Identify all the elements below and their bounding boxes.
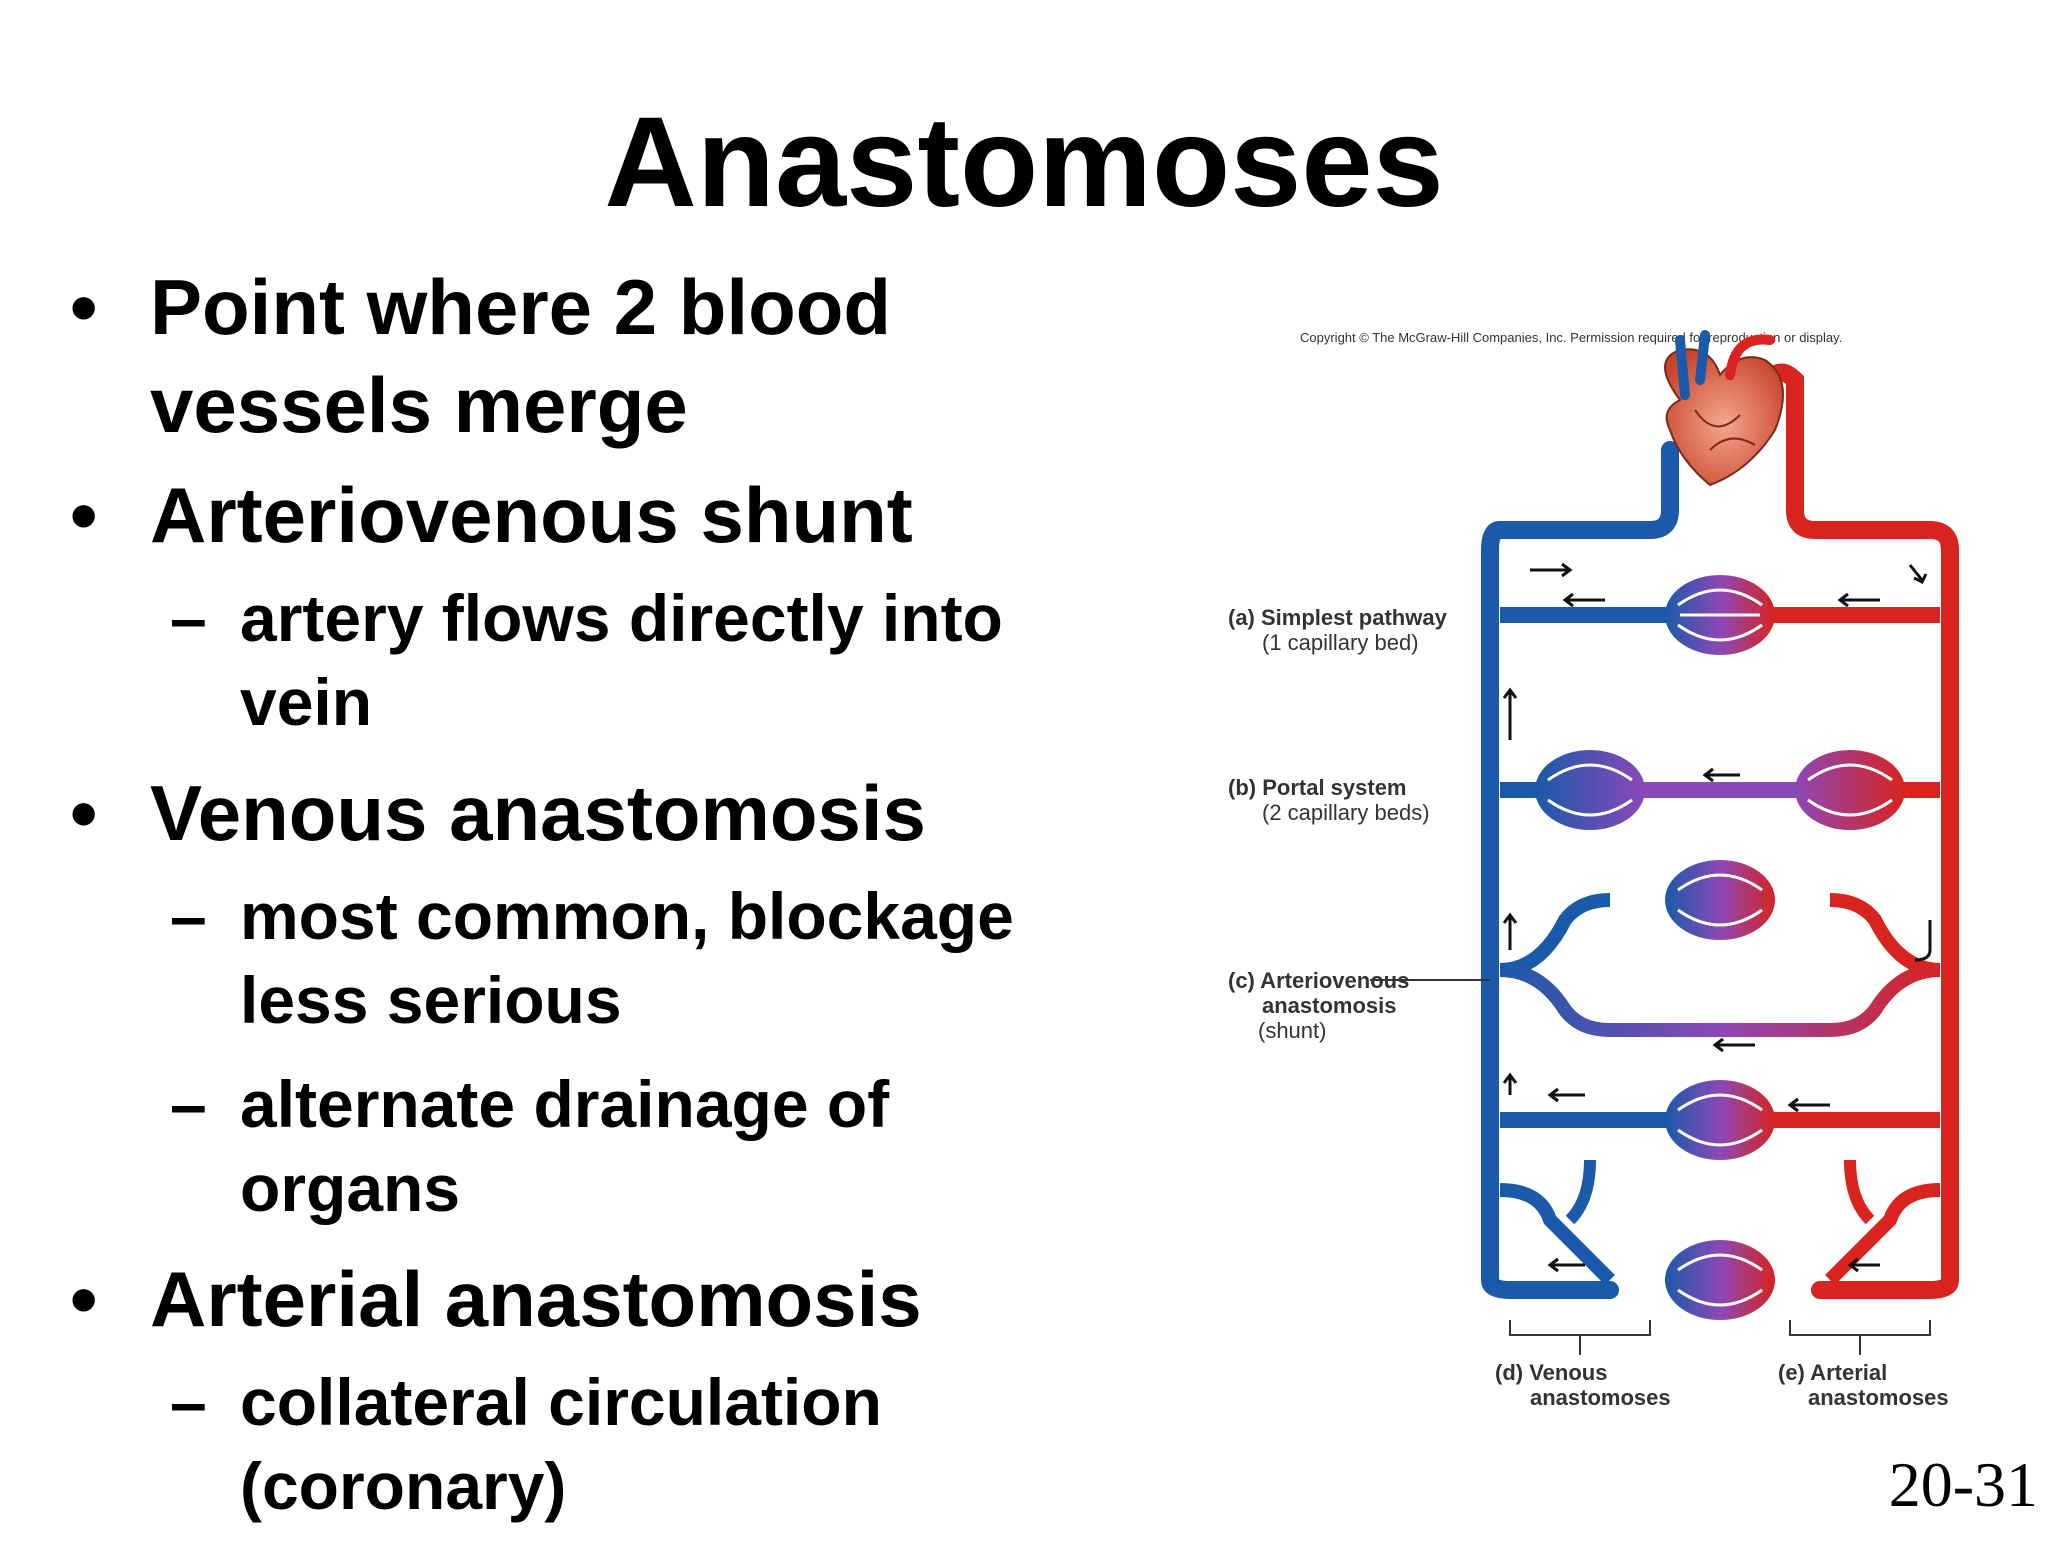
vein-trunk	[1481, 441, 1679, 1299]
label-b-sub: (2 capillary beds)	[1262, 800, 1430, 825]
bullet-marker: •	[70, 471, 98, 559]
sub-bullet-item: – collateral circulation (coronary)	[70, 1360, 1070, 1528]
dash-marker: –	[170, 1365, 207, 1439]
artery-trunk	[1741, 363, 1959, 1299]
dash-marker: –	[170, 879, 207, 953]
dash-marker: –	[170, 1067, 207, 1141]
dash-marker: –	[170, 581, 207, 655]
label-c-sub: (shunt)	[1258, 1018, 1326, 1043]
label-a-sub: (1 capillary bed)	[1262, 630, 1419, 655]
label-e-line2: anastomoses	[1808, 1385, 1949, 1410]
pathway-c: (c) Arteriovenous anastomosis (shunt)	[1228, 860, 1941, 1043]
pathway-d-e: (d) Venous anastomoses (e) Arterial anas…	[1495, 1080, 1949, 1410]
sub-bullet-text: artery flows directly into vein	[240, 581, 1003, 739]
bullet-text: Venous anastomosis	[150, 769, 926, 857]
bullet-marker: •	[70, 263, 98, 351]
label-e-title: (e) Arterial	[1778, 1360, 1887, 1385]
bullet-text: Arterial anastomosis	[150, 1255, 922, 1343]
label-b-title: (b) Portal system	[1228, 775, 1407, 800]
label-d-title: (d) Venous	[1495, 1360, 1607, 1385]
sub-bullet-item: – alternate drainage of organs	[70, 1062, 1070, 1230]
sub-bullet-text: most common, blockage less serious	[240, 879, 1014, 1037]
bullet-list: • Point where 2 blood vessels merge • Ar…	[70, 258, 1070, 1548]
bullet-item: • Venous anastomosis	[70, 764, 1070, 862]
bullet-marker: •	[70, 769, 98, 857]
pathway-b: (b) Portal system (2 capillary beds)	[1228, 750, 1940, 830]
heart-icon	[1664, 330, 1784, 487]
sub-bullet-text: collateral circulation (coronary)	[240, 1365, 882, 1523]
label-d-line2: anastomoses	[1530, 1385, 1671, 1410]
bullet-text: Point where 2 blood vessels merge	[150, 263, 892, 449]
sub-bullet-text: alternate drainage of organs	[240, 1067, 890, 1225]
label-a-title: (a) Simplest pathway	[1228, 605, 1448, 630]
bullet-text: Arteriovenous shunt	[150, 471, 913, 559]
bullet-item: • Point where 2 blood vessels merge	[70, 258, 1070, 454]
flow-arrows	[1502, 562, 1932, 1273]
bullet-marker: •	[70, 1255, 98, 1343]
pathway-a: (a) Simplest pathway (1 capillary bed)	[1228, 575, 1940, 655]
bullet-item: • Arteriovenous shunt	[70, 466, 1070, 564]
label-c-title: (c) Arteriovenous	[1228, 968, 1409, 993]
sub-bullet-item: – most common, blockage less serious	[70, 874, 1070, 1042]
circulation-diagram: Copyright © The McGraw-Hill Companies, I…	[1228, 330, 1959, 1410]
slide-title: Anastomoses	[604, 91, 1444, 234]
label-c-line2: anastomosis	[1262, 993, 1397, 1018]
slide-number: 20-31	[1888, 1449, 2038, 1520]
sub-bullet-item: – artery flows directly into vein	[70, 576, 1070, 744]
bullet-item: • Arterial anastomosis	[70, 1250, 1070, 1348]
